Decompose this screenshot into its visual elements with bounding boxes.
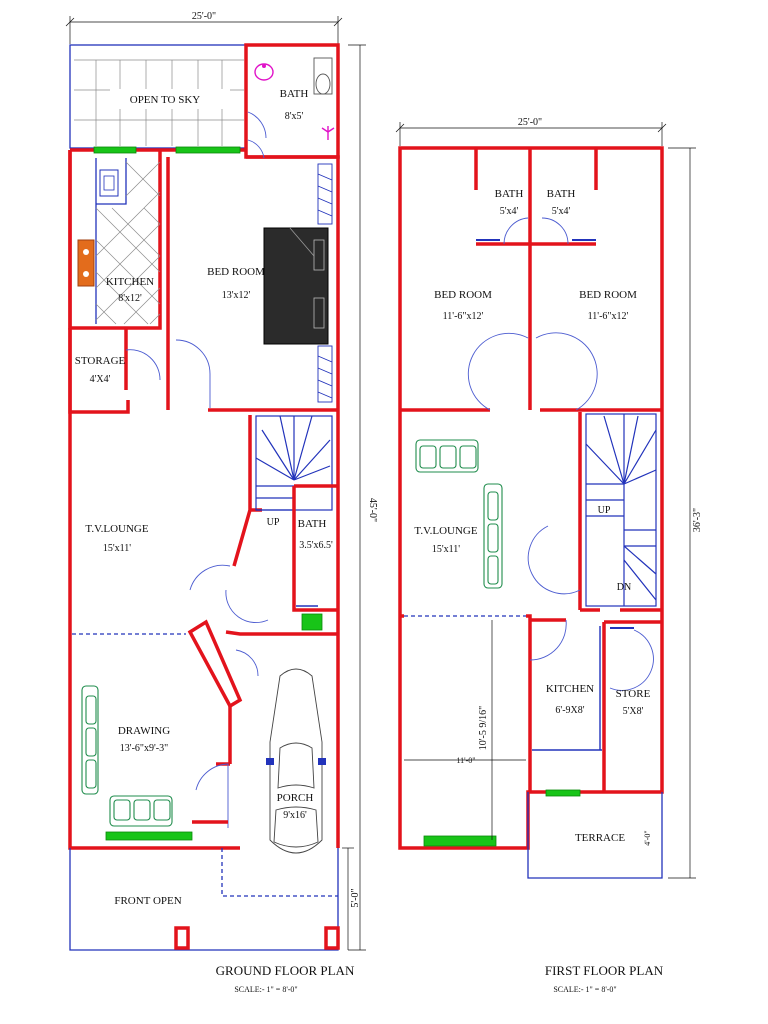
first-bath-left-size: 5'x4'	[500, 206, 519, 217]
ground-floor-plan: 25'-0" 45'-0" 5'-0"	[65, 11, 378, 994]
first-floor-plan: 25'-0" 36'-3" 4'-0" BATH 5'x4' BATH	[395, 117, 703, 994]
first-bedroom-right-size: 11'-6"x12'	[588, 311, 629, 322]
kitchen-name: KITCHEN	[106, 276, 154, 288]
porch-name: PORCH	[277, 792, 314, 804]
terrace-label: TERRACE	[575, 832, 625, 844]
first-floor-scale: SCALE:- 1" = 8'-0"	[553, 985, 616, 994]
first-baths: BATH 5'x4' BATH 5'x4'	[474, 148, 598, 410]
first-floor-title: FIRST FLOOR PLAN	[545, 963, 664, 978]
bedroom-size: 13'x12'	[222, 290, 251, 301]
porch-size: 9'x16'	[283, 810, 307, 821]
ground-bath-top: BATH 8'x5'	[244, 43, 340, 159]
open-to-sky-area: OPEN TO SKY	[69, 44, 247, 149]
first-bedroom-left-name: BED ROOM	[434, 289, 492, 301]
void-width-label: 11'-0"	[456, 756, 475, 765]
first-bath-right-size: 5'x4'	[552, 206, 571, 217]
first-bedrooms: BED ROOM 11'-6"x12' BED ROOM 11'-6"x12'	[400, 289, 662, 412]
first-width-label: 25'-0"	[518, 117, 542, 128]
bath-top-name: BATH	[280, 88, 309, 100]
first-kitchen-store: KITCHEN 6'-9X8' STORE 5'X8'	[529, 618, 662, 792]
first-kitchen-size: 6'-9X8'	[555, 705, 584, 716]
first-store-name: STORE	[616, 688, 651, 700]
ground-storage: STORAGE 4'X4'	[68, 328, 161, 414]
first-tv-lounge-size: 15'x11'	[432, 544, 460, 555]
ground-kitchen: KITCHEN 8'x12'	[68, 150, 162, 330]
first-depth-label: 36'-3"	[692, 508, 703, 532]
drawing-size: 13'-6"x9'-3"	[120, 743, 168, 754]
first-tv-lounge: T.V.LOUNGE 15'x11'	[404, 439, 526, 617]
ground-tv-lounge: T.V.LOUNGE 15'x11'	[72, 523, 269, 635]
ground-depth-label: 45'-0"	[367, 498, 378, 522]
bath-top-size: 8'x5'	[285, 111, 304, 122]
bedroom-name: BED ROOM	[207, 266, 265, 278]
ground-width-label: 25'-0"	[192, 11, 216, 22]
first-staircase: UP DN	[527, 412, 662, 612]
ground-floor-scale: SCALE:- 1" = 8'-0"	[234, 985, 297, 994]
first-bath-left-name: BATH	[495, 188, 524, 200]
ground-top-windows	[93, 146, 241, 841]
front-setback-label: 5'-0"	[350, 888, 361, 907]
ground-staircase: UP	[232, 415, 333, 567]
first-width-dimension: 25'-0"	[395, 117, 667, 146]
first-bedroom-right-name: BED ROOM	[579, 289, 637, 301]
open-to-sky-label: OPEN TO SKY	[130, 94, 201, 106]
first-tv-lounge-name: T.V.LOUNGE	[414, 525, 477, 537]
ground-porch: PORCH 9'x16'	[221, 668, 338, 897]
ground-width-dimension: 25'-0"	[65, 11, 343, 44]
storage-size: 4'X4'	[90, 374, 111, 385]
first-stair-down: DN	[617, 582, 631, 593]
terrace-dim-label: 4'-0"	[643, 830, 652, 845]
tv-lounge-size: 15'x11'	[103, 543, 131, 554]
tv-lounge-name: T.V.LOUNGE	[85, 523, 148, 535]
car-icon	[269, 668, 323, 854]
void-depth-label: 10'-5 9/16"	[478, 706, 489, 751]
ground-floor-title: GROUND FLOOR PLAN	[216, 963, 355, 978]
ground-depth-dimension: 45'-0" 5'-0"	[342, 44, 378, 951]
ground-drawing: DRAWING 13'-6"x9'-3"	[81, 619, 338, 828]
kitchen-size: 8'x12'	[118, 293, 142, 304]
front-open-label: FRONT OPEN	[114, 895, 181, 907]
first-stair-up: UP	[598, 505, 611, 516]
first-open-void: 11'-0" 10'-5 9/16"	[400, 614, 532, 840]
ground-bath-mid: BATH 3.5'x6.5'	[292, 484, 338, 631]
first-store-size: 5'X8'	[623, 706, 644, 717]
storage-name: STORAGE	[75, 355, 126, 367]
bath-mid-size: 3.5'x6.5'	[299, 540, 333, 551]
first-bath-right-name: BATH	[547, 188, 576, 200]
ground-stair-up: UP	[267, 517, 280, 528]
drawing-name: DRAWING	[118, 725, 170, 737]
first-bedroom-left-size: 11'-6"x12'	[443, 311, 484, 322]
ground-bedroom: BED ROOM 13'x12'	[166, 139, 338, 412]
bath-mid-name: BATH	[298, 518, 327, 530]
first-depth-dimension: 36'-3" 4'-0"	[643, 147, 703, 879]
first-exterior-walls	[398, 146, 664, 879]
first-kitchen-name: KITCHEN	[546, 683, 594, 695]
